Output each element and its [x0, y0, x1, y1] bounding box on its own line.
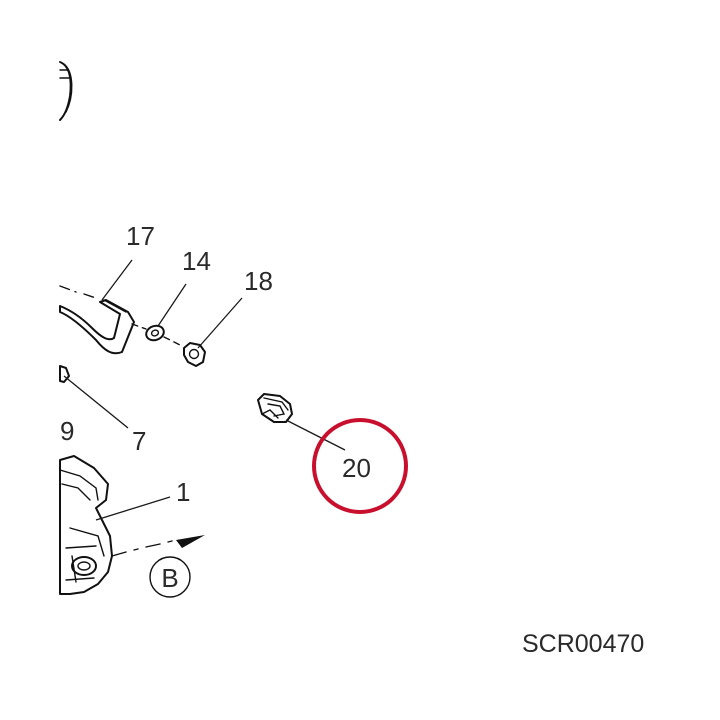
view-b-label: B — [161, 563, 178, 593]
callout-9: 9 — [60, 416, 74, 446]
bolt-part-18 — [183, 342, 206, 367]
leader-line-17 — [101, 259, 133, 301]
assembly-axis-line — [131, 323, 181, 346]
leader-line-18 — [197, 297, 243, 349]
diagram-code: SCR00470 — [522, 630, 644, 658]
leader-line-1 — [95, 496, 171, 521]
arrow-right-icon — [176, 535, 205, 548]
leader-line-7 — [63, 375, 129, 429]
main-body-part-1 — [59, 455, 113, 595]
hose-fragment-top-left — [59, 61, 73, 121]
clip-part-20 — [257, 393, 293, 423]
bracket-part-17 — [59, 285, 135, 355]
callout-20: 20 — [342, 453, 371, 483]
callout-14: 14 — [182, 246, 211, 276]
view-b-circle — [149, 556, 191, 598]
leader-line-20 — [285, 419, 346, 451]
washer-part-14 — [145, 324, 165, 342]
view-b-axis-line — [111, 540, 173, 557]
callout-1: 1 — [176, 477, 190, 507]
callout-17: 17 — [126, 221, 155, 251]
view-b-marker: B — [149, 556, 191, 598]
callout-7: 7 — [132, 426, 146, 456]
leader-line-14 — [157, 283, 187, 327]
callout-18: 18 — [244, 266, 273, 296]
highlight-circle — [312, 418, 408, 514]
